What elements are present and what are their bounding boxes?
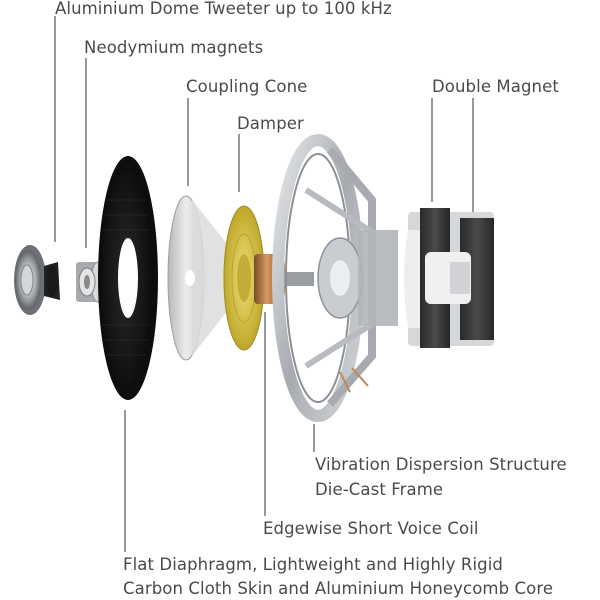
voice-coil-label: Edgewise Short Voice Coil	[263, 519, 479, 538]
neodymium-magnets-label: Neodymium magnets	[84, 38, 264, 57]
leader-lines	[54, 16, 474, 552]
frame-label-line1: Vibration Dispersion Structure	[315, 455, 567, 474]
frame-label-line2: Die-Cast Frame	[315, 480, 444, 499]
tweeter-label: Aluminium Dome Tweeter up to 100 kHz	[55, 0, 392, 18]
double-magnet-label: Double Magnet	[432, 77, 559, 96]
diaphragm-label-line1: Flat Diaphragm, Lightweight and Highly R…	[123, 555, 504, 574]
diaphragm-label-line2: Carbon Cloth Skin and Aluminium Honeycom…	[123, 579, 554, 598]
flat-diaphragm-illustration	[98, 156, 158, 400]
damper-label: Damper	[237, 114, 304, 133]
coupling-cone-label: Coupling Cone	[186, 77, 308, 96]
die-cast-frame-illustration	[272, 134, 398, 422]
tweeter-illustration	[14, 245, 60, 315]
double-magnet-illustration	[404, 208, 494, 348]
